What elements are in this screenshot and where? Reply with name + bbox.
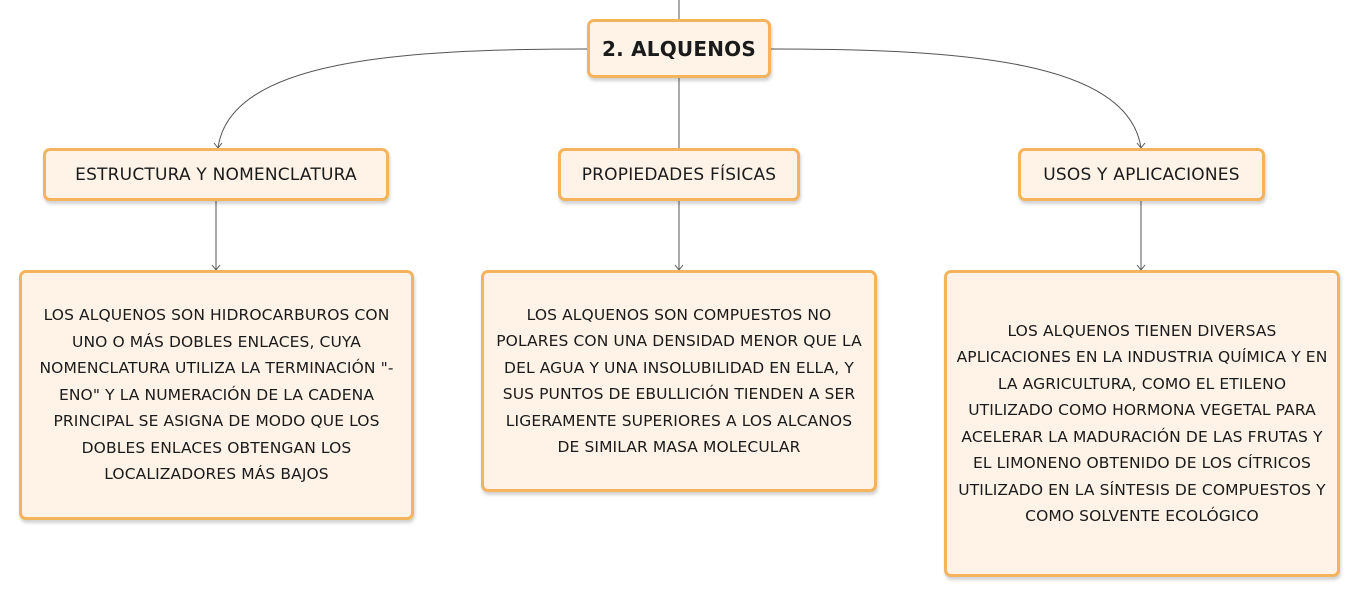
detail-node-usos[interactable]: LOS ALQUENOS TIENEN DIVERSAS APLICACIONE… — [944, 270, 1340, 577]
topic-label-usos: USOS Y APLICACIONES — [1043, 164, 1240, 185]
topic-node-estructura[interactable]: ESTRUCTURA Y NOMENCLATURA — [43, 148, 389, 201]
detail-node-estructura[interactable]: LOS ALQUENOS SON HIDROCARBUROS CON UNO O… — [19, 270, 414, 520]
topic-node-usos[interactable]: USOS Y APLICACIONES — [1018, 148, 1265, 201]
detail-node-propiedades[interactable]: LOS ALQUENOS SON COMPUESTOS NO POLARES C… — [481, 270, 877, 492]
connector-root-to-estructura — [217, 48, 588, 149]
root-topic-node[interactable]: 2. ALQUENOS — [587, 19, 771, 78]
connector-root-to-usos — [770, 48, 1142, 149]
detail-text-propiedades: LOS ALQUENOS SON COMPUESTOS NO POLARES C… — [496, 305, 862, 457]
detail-text-usos: LOS ALQUENOS TIENEN DIVERSAS APLICACIONE… — [956, 321, 1328, 526]
topic-label-estructura: ESTRUCTURA Y NOMENCLATURA — [75, 164, 357, 185]
detail-text-estructura: LOS ALQUENOS SON HIDROCARBUROS CON UNO O… — [39, 306, 394, 484]
topic-label-propiedades: PROPIEDADES FÍSICAS — [581, 164, 777, 185]
root-topic-label: 2. ALQUENOS — [602, 36, 756, 61]
topic-node-propiedades[interactable]: PROPIEDADES FÍSICAS — [558, 148, 800, 201]
